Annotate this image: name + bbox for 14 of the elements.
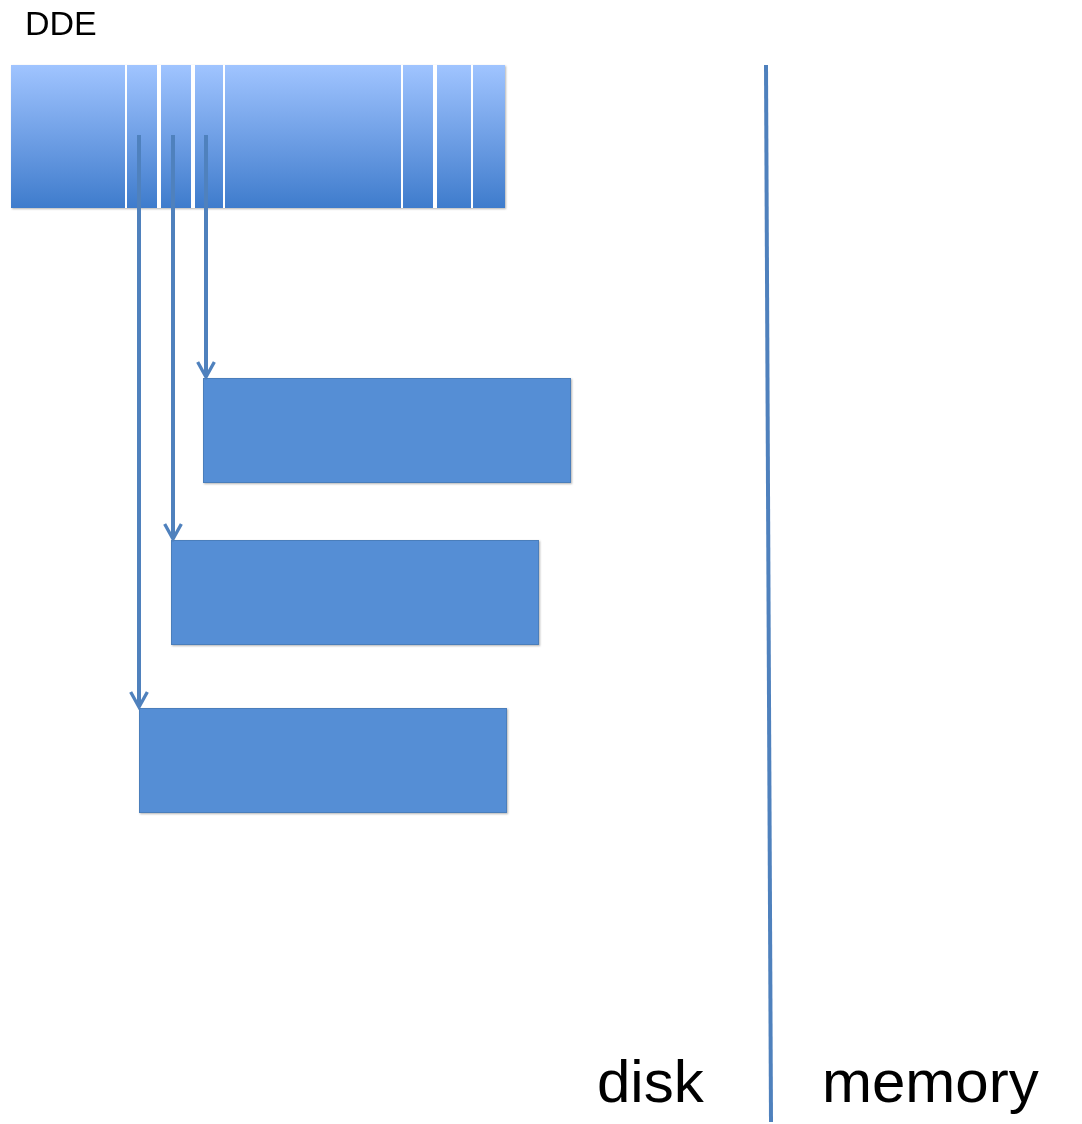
arrow	[129, 135, 149, 709]
block-box	[139, 708, 507, 813]
block-box	[203, 378, 571, 483]
side-label: memory	[822, 1052, 1039, 1112]
bar-title: DDE	[25, 6, 97, 40]
arrow	[196, 135, 216, 379]
arrow	[163, 135, 183, 541]
bar-slot	[401, 65, 435, 208]
bar-slot	[125, 65, 159, 208]
block-box	[171, 540, 539, 645]
bar-slot	[435, 65, 473, 208]
bar-slot	[159, 65, 193, 208]
side-label: disk	[597, 1052, 704, 1112]
bar-slot	[193, 65, 225, 208]
